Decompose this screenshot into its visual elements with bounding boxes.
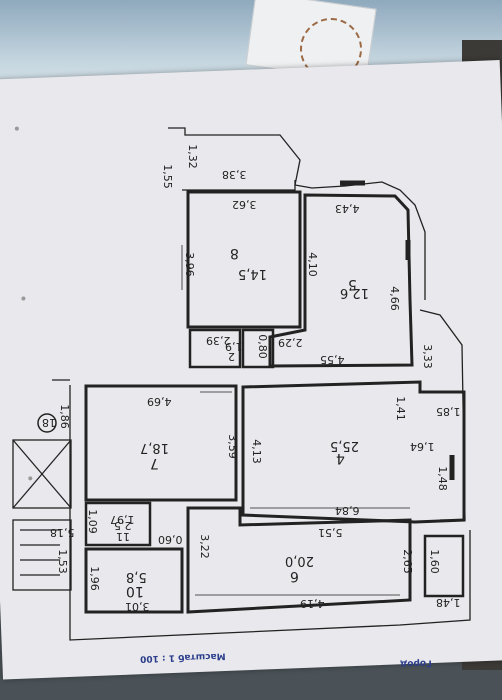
room-4-wall [241, 380, 466, 524]
dim-551: 5,51 [318, 526, 343, 539]
dim-164: 1,64 [410, 440, 435, 453]
room-8-area: 14,5 [238, 266, 267, 281]
floor-plan-drawing [12, 127, 471, 641]
section-marker [37, 413, 57, 433]
dim-265: 2,65 [400, 549, 414, 574]
dim-333: 3,33 [420, 344, 434, 369]
room-4-area: 25,5 [330, 438, 359, 453]
dim-443: 4,43 [335, 202, 360, 215]
room-7-area: 18,7 [140, 440, 169, 455]
dim-396: 3,96 [182, 252, 196, 277]
section-marker-label: 18 [42, 416, 56, 429]
dim-109: 1,09 [85, 509, 99, 534]
dim-197: 1,97 [110, 513, 135, 526]
floor-plan-sheet [0, 60, 502, 680]
binder-holes [14, 126, 33, 481]
room-10-wall [84, 547, 184, 614]
dim-469: 4,69 [147, 395, 172, 408]
room-5-area: 12,6 [340, 285, 369, 300]
dim-148b: 1,48 [436, 596, 461, 609]
dim-229: 2,29 [278, 336, 303, 349]
dim-518: 5,18 [50, 526, 75, 539]
dim-148: 1,48 [435, 466, 449, 491]
dim-141: 1,41 [393, 396, 407, 421]
dim-413: 4,13 [249, 439, 263, 464]
room-7-label: 7 [150, 455, 159, 471]
room-8-label: 8 [230, 245, 239, 261]
dim-322: 3,22 [197, 534, 211, 559]
room-10-label: 10 [126, 583, 144, 599]
dim-080: 0,80 [255, 334, 269, 359]
dim-455: 4,55 [320, 353, 345, 366]
room-6-label: 6 [290, 568, 299, 584]
room-10-area: 5,8 [126, 569, 147, 584]
room-7-wall [84, 384, 238, 502]
room-5-wall [268, 193, 414, 368]
city-label: Город [399, 657, 432, 669]
dim-160: 1,60 [427, 549, 441, 574]
dim-301: 3,01 [125, 600, 150, 613]
dim-185: 1,85 [436, 405, 461, 418]
dim-253: 1,53 [55, 549, 69, 574]
dim-132: 1,32 [185, 144, 199, 169]
dim-239: 2,39 [206, 334, 231, 347]
dim-196: 1,96 [87, 566, 101, 591]
room-8-wall [186, 190, 302, 329]
dim-155: 1,55 [160, 164, 174, 189]
room-6-wall [186, 506, 412, 614]
outer-wall-top [168, 127, 426, 300]
dim-419: 4,19 [300, 597, 325, 610]
dim-186: 1,86 [57, 404, 71, 429]
dim-362: 3,62 [232, 198, 257, 211]
dim-684: 6,84 [335, 504, 360, 517]
dim-359: 3,59 [225, 434, 239, 459]
dim-410: 4,10 [305, 252, 319, 277]
dim-466: 4,66 [387, 286, 401, 311]
dim-060: 0,60 [158, 533, 183, 546]
dim-338: 3,38 [222, 168, 247, 181]
room-6-area: 20,0 [285, 553, 314, 568]
